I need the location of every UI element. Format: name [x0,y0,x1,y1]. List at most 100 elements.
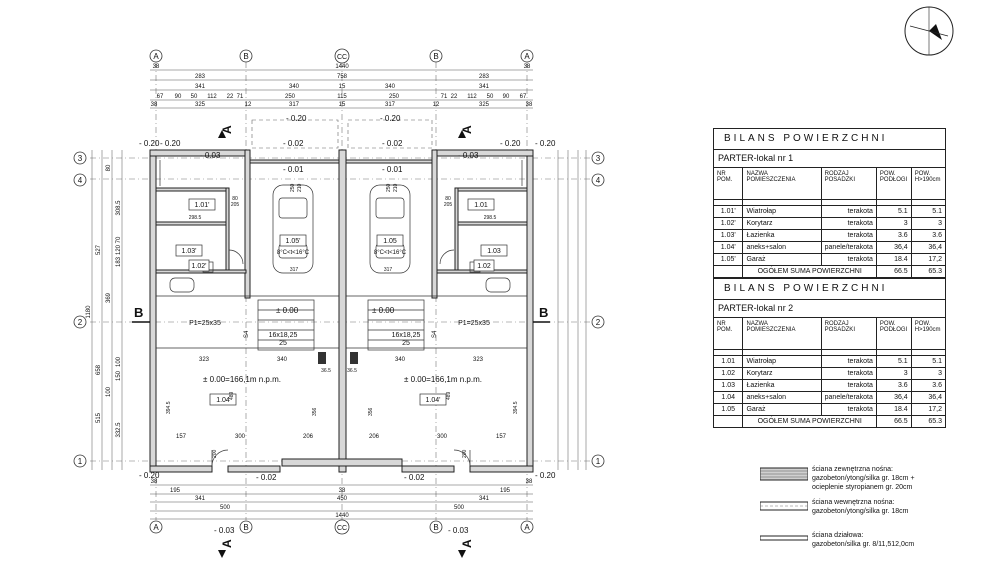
svg-text:250: 250 [389,94,400,100]
svg-text:- 0.02: - 0.02 [283,139,304,148]
svg-text:- 0.20: - 0.20 [139,139,160,148]
building-outline [149,149,534,473]
row-bubble-left-3: 2 [78,318,83,327]
svg-text:112: 112 [207,94,217,100]
stairs-label-right: 16x18,25 [392,332,421,339]
svg-text:15: 15 [339,102,346,108]
svg-text:38: 38 [526,479,533,485]
svg-text:67: 67 [520,94,527,100]
room-tag-1-02-right: 1.02 [477,263,491,270]
stairs-sublabel-left: 25 [279,340,287,347]
svg-text:317: 317 [385,102,396,108]
col-bubble-bottom-5: A [524,523,530,532]
svg-text:38: 38 [524,64,531,70]
svg-text:A: A [460,125,474,134]
room-tags-right-unit: 1.01 1.02 1.03 1.04' 1.05 [376,198,508,406]
area-summary-panel: BILANS POWIERZCHNI PARTER-lokal nr 1 NR … [712,128,947,428]
room-tag-1-03-right: 1.03 [487,248,501,255]
svg-text:38: 38 [151,102,158,108]
svg-text:356: 356 [368,407,374,416]
svg-text:157: 157 [176,434,187,440]
row-bubble-right-3: 2 [596,318,601,327]
svg-text:340: 340 [277,357,288,363]
svg-text:100: 100 [116,356,122,367]
section-marks: A A A A B B [132,125,550,558]
svg-text:515: 515 [96,412,102,423]
stairs-label-left: 16x18,25 [269,332,298,339]
svg-text:- 0.20: - 0.20 [160,139,181,148]
svg-text:317: 317 [290,267,299,273]
svg-text:50: 50 [191,94,198,100]
svg-text:325: 325 [195,102,206,108]
area-summary-subtitle-2: PARTER-lokal nr 2 [713,299,946,317]
svg-text:317: 317 [289,102,300,108]
svg-text:12: 12 [245,102,252,108]
svg-text:527: 527 [96,244,102,255]
dimension-chains-left: 80 308.5 527 1180 70 120 183 369 100 150… [86,150,123,470]
svg-text:50: 50 [487,94,494,100]
svg-text:± 0.00: ± 0.00 [372,306,395,315]
room-tag-1-04-left: 1.04 [216,397,230,404]
row-bubbles-right: 3 4 2 1 [591,151,605,468]
header-floor: RODZAJ POSADZKI [820,167,877,200]
svg-text:- 0.20: - 0.20 [535,471,556,480]
svg-text:± 0.00: ± 0.00 [276,306,299,315]
svg-text:356: 356 [312,407,318,416]
room-tags-left-unit: 1.01' 1.02' 1.03' 1.04 1.05' [175,198,307,406]
svg-text:450: 450 [337,496,348,502]
svg-text:500: 500 [454,505,465,511]
svg-text:300: 300 [235,434,246,440]
svg-text:489: 489 [446,391,452,400]
svg-text:115: 115 [337,94,347,100]
stairs-sublabel-right: 25 [402,340,410,347]
col-bubble-top-1: A [153,52,159,61]
room-tag-1-04-right: 1.04' [426,397,441,404]
svg-text:1440: 1440 [335,64,349,70]
col-bubble-bottom-3: CC [337,525,347,532]
row-bubble-left-1: 3 [78,154,83,163]
svg-text:341: 341 [479,496,490,502]
row-bubbles-left: 3 4 2 1 [73,151,87,468]
col-bubble-bottom-1: A [153,523,159,532]
svg-text:250: 250 [386,183,392,192]
svg-text:205: 205 [231,202,240,208]
svg-text:369: 369 [106,292,112,303]
row-bubble-right-2: 4 [596,176,601,185]
svg-text:283: 283 [479,74,490,80]
dimension-chains-right [557,150,587,470]
column-365-right: 36.5 [347,368,357,374]
svg-text:300: 300 [437,434,448,440]
column-365-left: 36.5 [321,368,331,374]
svg-text:- 0.03: - 0.03 [448,526,469,535]
svg-text:325: 325 [479,102,490,108]
wall-legend: ściana zewnętrzna nośna: gazobeton/ytong… [760,465,990,564]
svg-text:100: 100 [106,386,112,397]
svg-text:71: 71 [441,94,448,100]
annotations: P1=25x35 P1=25x35 16x18,25 25 16x18,25 2… [166,183,519,458]
area-summary-title-1: BILANS POWIERZCHNI [713,128,946,149]
stairs-icon [257,299,425,351]
area-table-unit-2: NR POM. NAZWA POMIESZCZENIA RODZAJ POSAD… [712,317,947,428]
legend-item-external-wall: ściana zewnętrzna nośna: gazobeton/ytong… [760,465,990,498]
svg-text:250: 250 [290,183,296,192]
svg-text:250: 250 [285,94,296,100]
partition-wall-swatch [760,535,808,541]
bathroom-fixtures [169,261,511,364]
external-wall-swatch [760,467,808,481]
svg-text:B: B [134,305,143,320]
dimension-chains-top: 38 1440 38 283 758 283 341 340 15 340 34… [150,64,533,109]
svg-text:- 0.02: - 0.02 [404,473,425,482]
svg-text:120: 120 [116,244,122,255]
dimension-chains-bottom: 38 38 195 38 195 341 450 341 500 500 144… [150,479,533,520]
room-tag-1-03-left: 1.03' [182,248,197,255]
header-area: POW. PODŁOGI [875,167,912,200]
svg-text:A: A [460,539,474,548]
svg-text:332.5: 332.5 [116,422,122,438]
svg-text:67: 67 [157,94,164,100]
